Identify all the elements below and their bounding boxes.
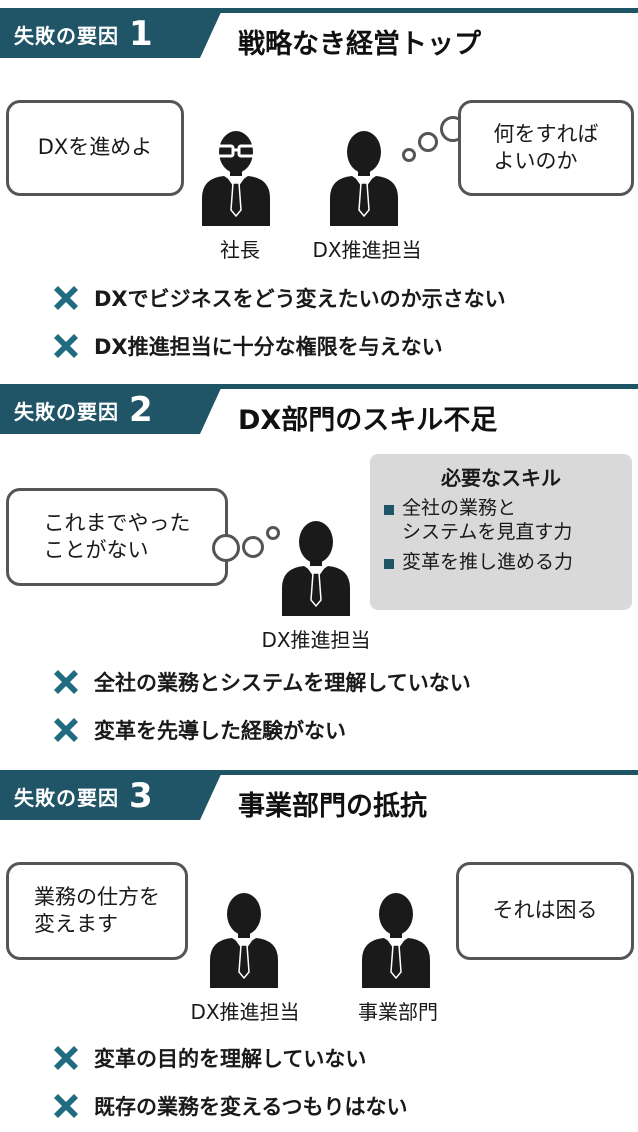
- reason-text: DX推進担当に十分な権限を与えない: [94, 335, 443, 359]
- bubble-text: 何をすれば よいのか: [493, 121, 599, 173]
- header-number: 1: [129, 14, 153, 54]
- businessperson-icon: [209, 892, 279, 988]
- cross-icon: [54, 670, 78, 694]
- section-title: 戦略なき経営トップ: [238, 29, 481, 60]
- bubble-text: これまでやった ことがない: [43, 510, 191, 562]
- header-tab: 失敗の要因 1: [0, 10, 222, 58]
- cross-icon: [54, 1046, 78, 1070]
- reason-item: 変革の目的を理解していない: [50, 1042, 366, 1074]
- reason-item: 全社の業務とシステムを理解していない: [50, 666, 471, 698]
- reason-item: DXでビジネスをどう変えたいのか示さない: [50, 282, 506, 314]
- businessperson-icon: [281, 520, 351, 616]
- person-label: DX推進担当: [190, 1000, 300, 1024]
- required-skills-box: 必要なスキル 全社の業務と システムを見直す力 変革を推し進める力: [370, 454, 632, 610]
- skills-title: 必要なスキル: [441, 466, 561, 490]
- section-title: 事業部門の抵抗: [238, 791, 427, 822]
- reason-item: 既存の業務を変えるつもりはない: [50, 1090, 408, 1122]
- bubble-text: それは困る: [492, 898, 598, 923]
- header-number: 3: [129, 776, 153, 816]
- header-tab: 失敗の要因 3: [0, 772, 222, 820]
- businessperson-icon: [329, 130, 399, 226]
- speech-bubble: DXを進めよ: [6, 100, 184, 196]
- thought-dot: [242, 536, 264, 558]
- header-number: 2: [129, 390, 153, 430]
- skill-item: 全社の業務と システムを見直す力: [380, 497, 622, 545]
- cross-icon: [54, 334, 78, 358]
- person-label: DX推進担当: [312, 238, 422, 262]
- reason-item: 変革を先導した経験がない: [50, 714, 346, 746]
- cross-icon: [54, 718, 78, 742]
- header-label: 失敗の要因: [14, 23, 119, 48]
- bullet-square-icon: [384, 558, 394, 569]
- bubble-text: DXを進めよ: [37, 135, 153, 160]
- thought-dot: [212, 534, 240, 562]
- header-label: 失敗の要因: [14, 785, 119, 810]
- reason-text: DXでビジネスをどう変えたいのか示さない: [94, 287, 506, 311]
- person-label: 社長: [220, 238, 260, 262]
- header-label: 失敗の要因: [14, 399, 119, 424]
- reason-text: 全社の業務とシステムを理解していない: [94, 671, 471, 695]
- skill-item: 変革を推し進める力: [380, 551, 622, 575]
- header-tab: 失敗の要因 2: [0, 386, 222, 434]
- skill-text: 変革を推し進める力: [402, 550, 574, 573]
- header-rule: [0, 8, 638, 13]
- reason-text: 変革の目的を理解していない: [94, 1047, 367, 1071]
- businessperson-icon: [361, 892, 431, 988]
- cross-icon: [54, 286, 78, 310]
- thought-dot: [266, 526, 280, 540]
- cross-icon: [54, 1094, 78, 1118]
- section-title: DX部門のスキル不足: [238, 405, 498, 436]
- thought-bubble: これまでやった ことがない: [6, 488, 228, 586]
- speech-bubble: 業務の仕方を 変えます: [6, 862, 188, 960]
- reason-text: 既存の業務を変えるつもりはない: [94, 1095, 408, 1119]
- header-rule: [0, 384, 638, 389]
- person-label: DX推進担当: [261, 628, 371, 652]
- thought-bubble: 何をすれば よいのか: [458, 100, 634, 196]
- businessperson-glasses-icon: [201, 130, 271, 226]
- reason-item: DX推進担当に十分な権限を与えない: [50, 330, 443, 362]
- bullet-square-icon: [384, 505, 394, 515]
- person-label: 事業部門: [358, 1000, 438, 1024]
- header-rule: [0, 770, 638, 775]
- thought-dot: [418, 132, 438, 152]
- thought-dot: [402, 148, 416, 162]
- speech-bubble: それは困る: [456, 862, 634, 960]
- bubble-text: 業務の仕方を 変えます: [34, 884, 160, 936]
- skill-text: 全社の業務と システムを見直す力: [402, 497, 573, 543]
- reason-text: 変革を先導した経験がない: [94, 719, 346, 743]
